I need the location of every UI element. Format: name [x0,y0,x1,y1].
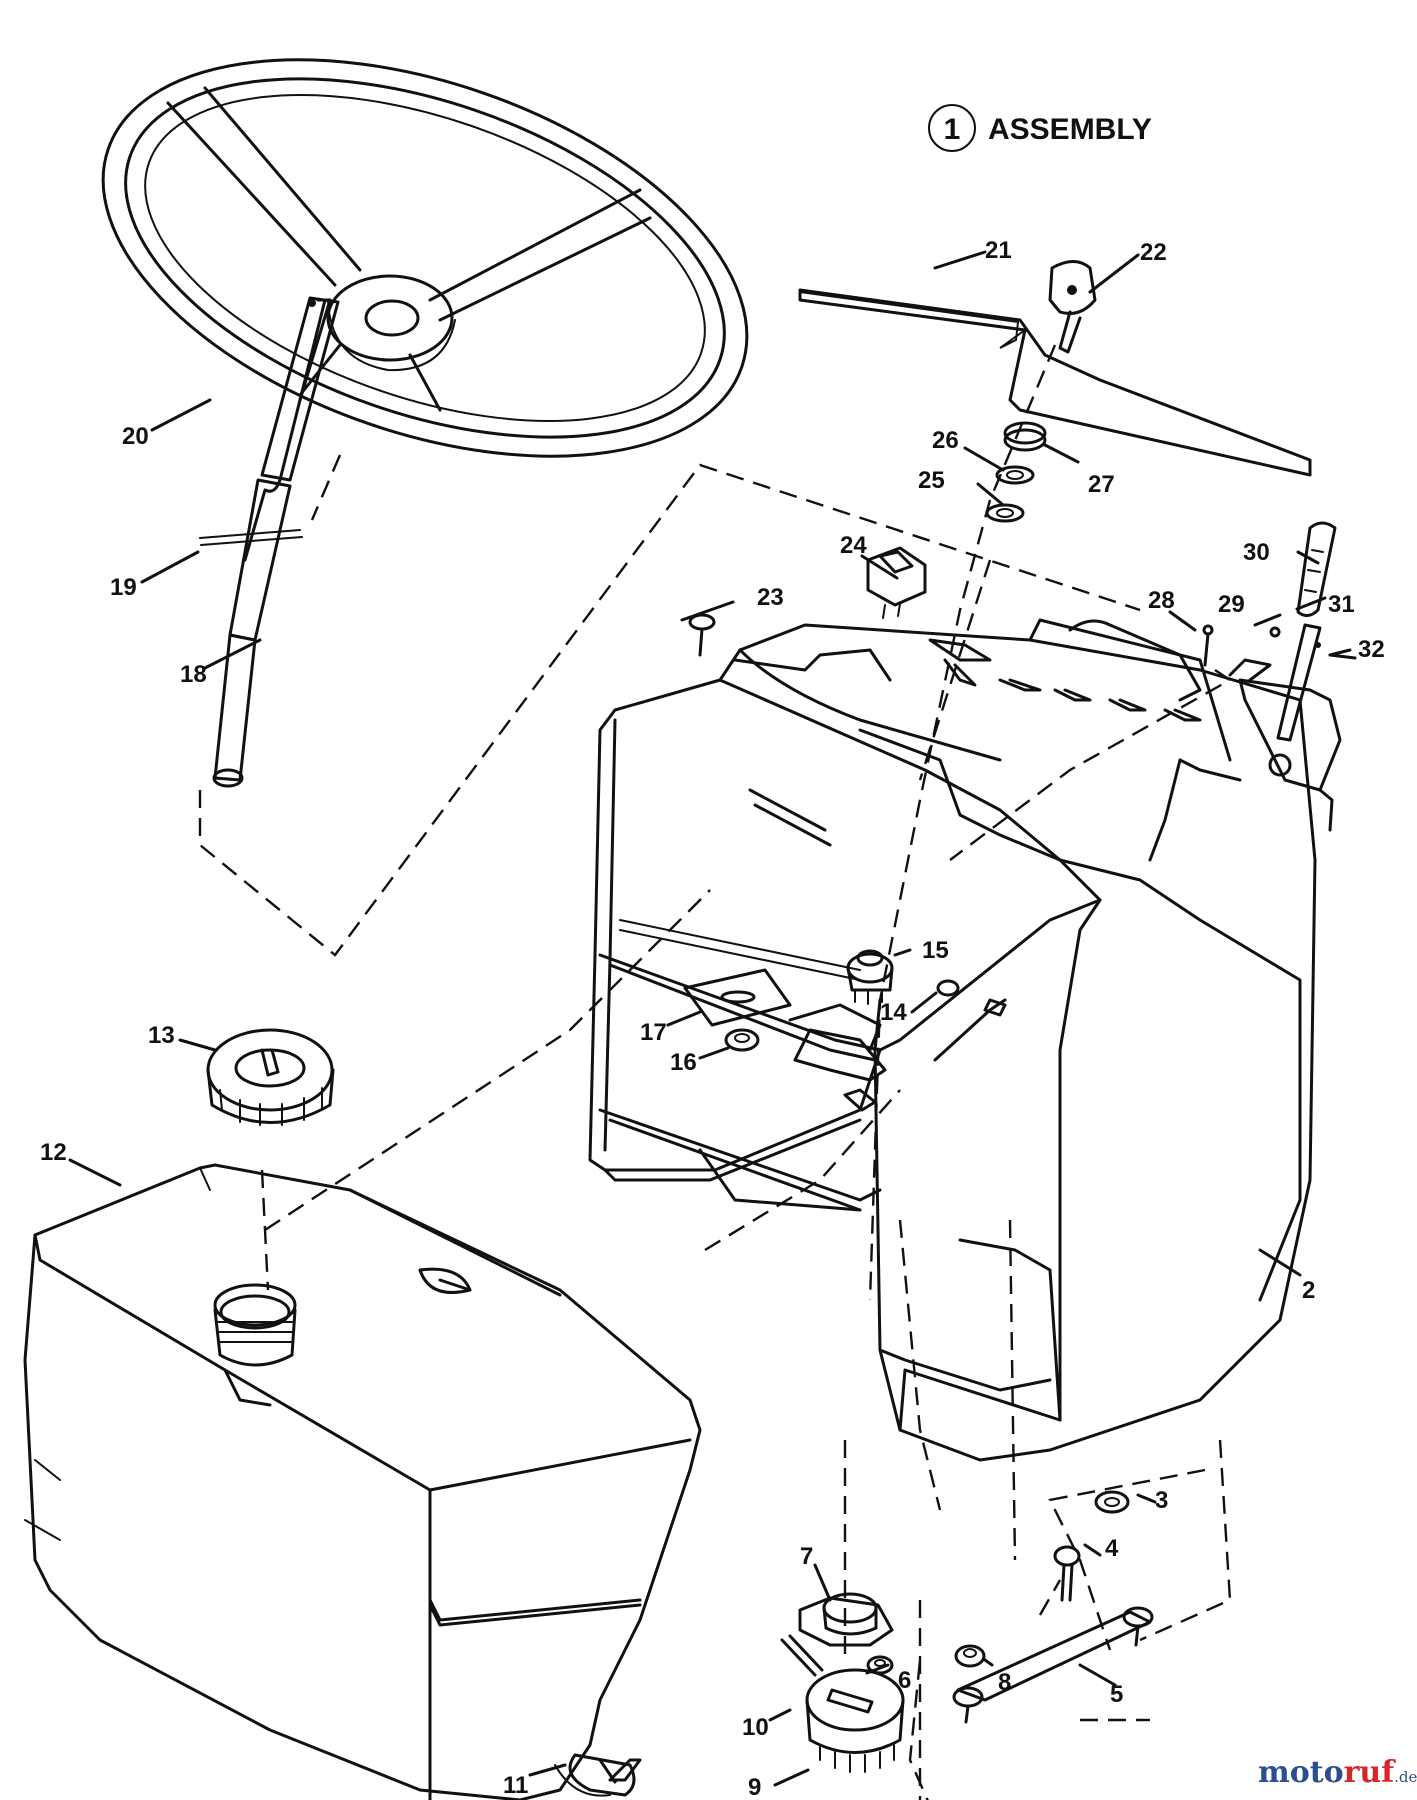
solenoid [798,1592,894,1647]
callout-17: 17 [640,1019,667,1046]
watermark-part1: moto [1258,1755,1344,1790]
callout-16: 16 [670,1049,697,1076]
assembly-number-circle [928,104,976,152]
bracket-5 [952,1606,1154,1724]
callout-3: 3 [1155,1487,1168,1514]
rocker-switch [866,546,927,619]
callout-8: 8 [998,1669,1011,1696]
callout-32: 32 [1358,636,1385,663]
fuel-line-clamp [554,1753,642,1797]
leader-lines [68,250,1352,1787]
grommet-8 [954,1644,986,1668]
callout-19: 19 [110,574,137,601]
callout-6: 6 [898,1667,911,1694]
cable [933,998,1007,1062]
callout-7: 7 [800,1543,813,1570]
steering-shaft [199,296,340,788]
callout-26: 26 [932,427,959,454]
ignition-switch [846,949,894,1005]
callout-31: 31 [1328,591,1355,618]
callout-28: 28 [1148,587,1175,614]
callout-27: 27 [1088,471,1115,498]
assembly-number: 1 [944,113,961,146]
screw-28 [1202,624,1214,667]
callout-13: 13 [148,1022,175,1049]
callout-20: 20 [122,423,149,450]
assembly-lines [198,344,1233,1800]
fuel-tank [23,1163,702,1800]
callout-2: 2 [1302,1277,1315,1304]
watermark-part3: .de [1394,1768,1417,1786]
ignition-key [1048,260,1097,354]
callout-15: 15 [922,937,949,964]
callout-25: 25 [918,467,945,494]
callout-23: 23 [757,584,784,611]
watermark-part2: ruf [1344,1755,1397,1790]
callout-9: 9 [748,1774,761,1800]
fuel-cap [206,1028,335,1126]
callout-numbers: 2 3 4 5 6 7 8 9 10 11 12 13 14 15 16 17 … [40,237,1385,1800]
callout-24: 24 [840,532,867,559]
bolt-4 [1053,1545,1081,1602]
pto-switch [805,1668,905,1773]
steering-wheel [101,58,749,458]
throttle-lever [1228,521,1357,832]
screw-23 [688,613,716,657]
callout-29: 29 [1218,591,1245,618]
callout-11: 11 [503,1772,528,1799]
pin-10 [780,1634,824,1677]
assembly-title: ASSEMBLY [988,113,1152,146]
plate-17 [683,968,792,1027]
grommet-16 [724,1028,760,1052]
callout-12: 12 [40,1139,67,1166]
callout-22: 22 [1140,239,1167,266]
callout-5: 5 [1110,1681,1123,1708]
watermark-logo: motoruf.de [1258,1755,1417,1790]
callout-10: 10 [742,1714,769,1741]
svg-text:motoruf.de: motoruf.de [1258,1755,1417,1790]
callout-4: 4 [1105,1535,1119,1562]
callout-21: 21 [985,237,1012,264]
bezel-washers [985,421,1047,523]
callout-30: 30 [1243,539,1270,566]
nut-14 [936,979,960,997]
callout-18: 18 [180,661,207,688]
dash-panel [798,288,1312,477]
assembly-heading: 1 ASSEMBLY [928,104,1152,152]
console-hood [588,618,1317,1462]
callout-14: 14 [880,999,907,1026]
washer-3 [1094,1490,1130,1514]
